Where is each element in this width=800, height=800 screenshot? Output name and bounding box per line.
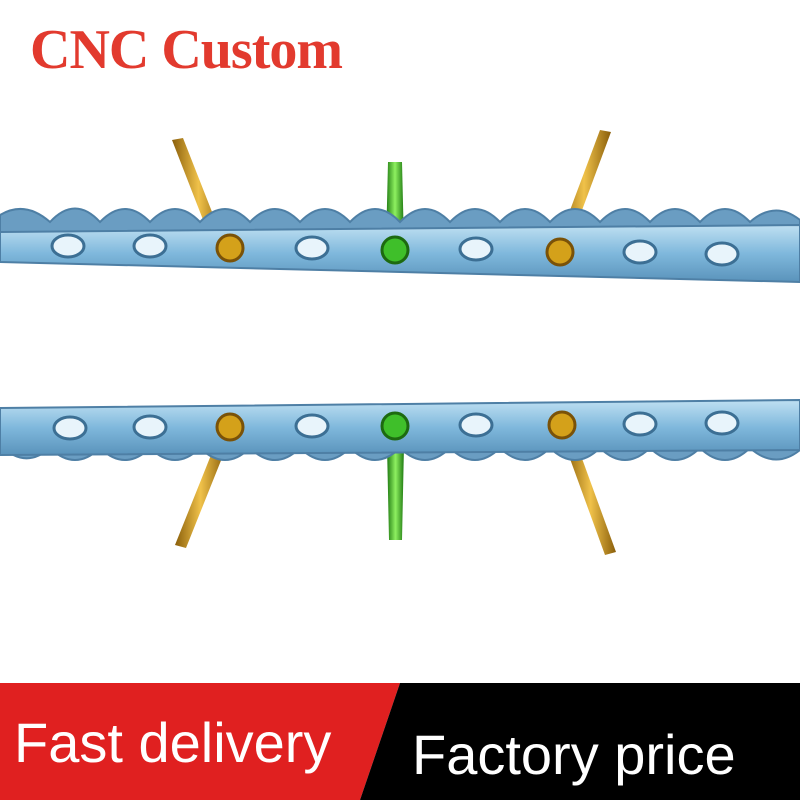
headline: CNC Custom <box>30 19 343 81</box>
fast-delivery-label: Fast delivery <box>14 711 332 774</box>
factory-price-label: Factory price <box>412 723 736 786</box>
top-plate <box>0 130 800 284</box>
promo-banner: Fast delivery Factory price <box>0 683 800 800</box>
gold-screw-left-bottom <box>175 445 226 548</box>
bottom-plate <box>0 398 800 555</box>
green-screw-bottom <box>387 445 404 540</box>
gold-screw-right-bottom <box>565 442 616 555</box>
banner-left-bg <box>0 683 400 800</box>
banner-right-bg <box>360 683 800 800</box>
